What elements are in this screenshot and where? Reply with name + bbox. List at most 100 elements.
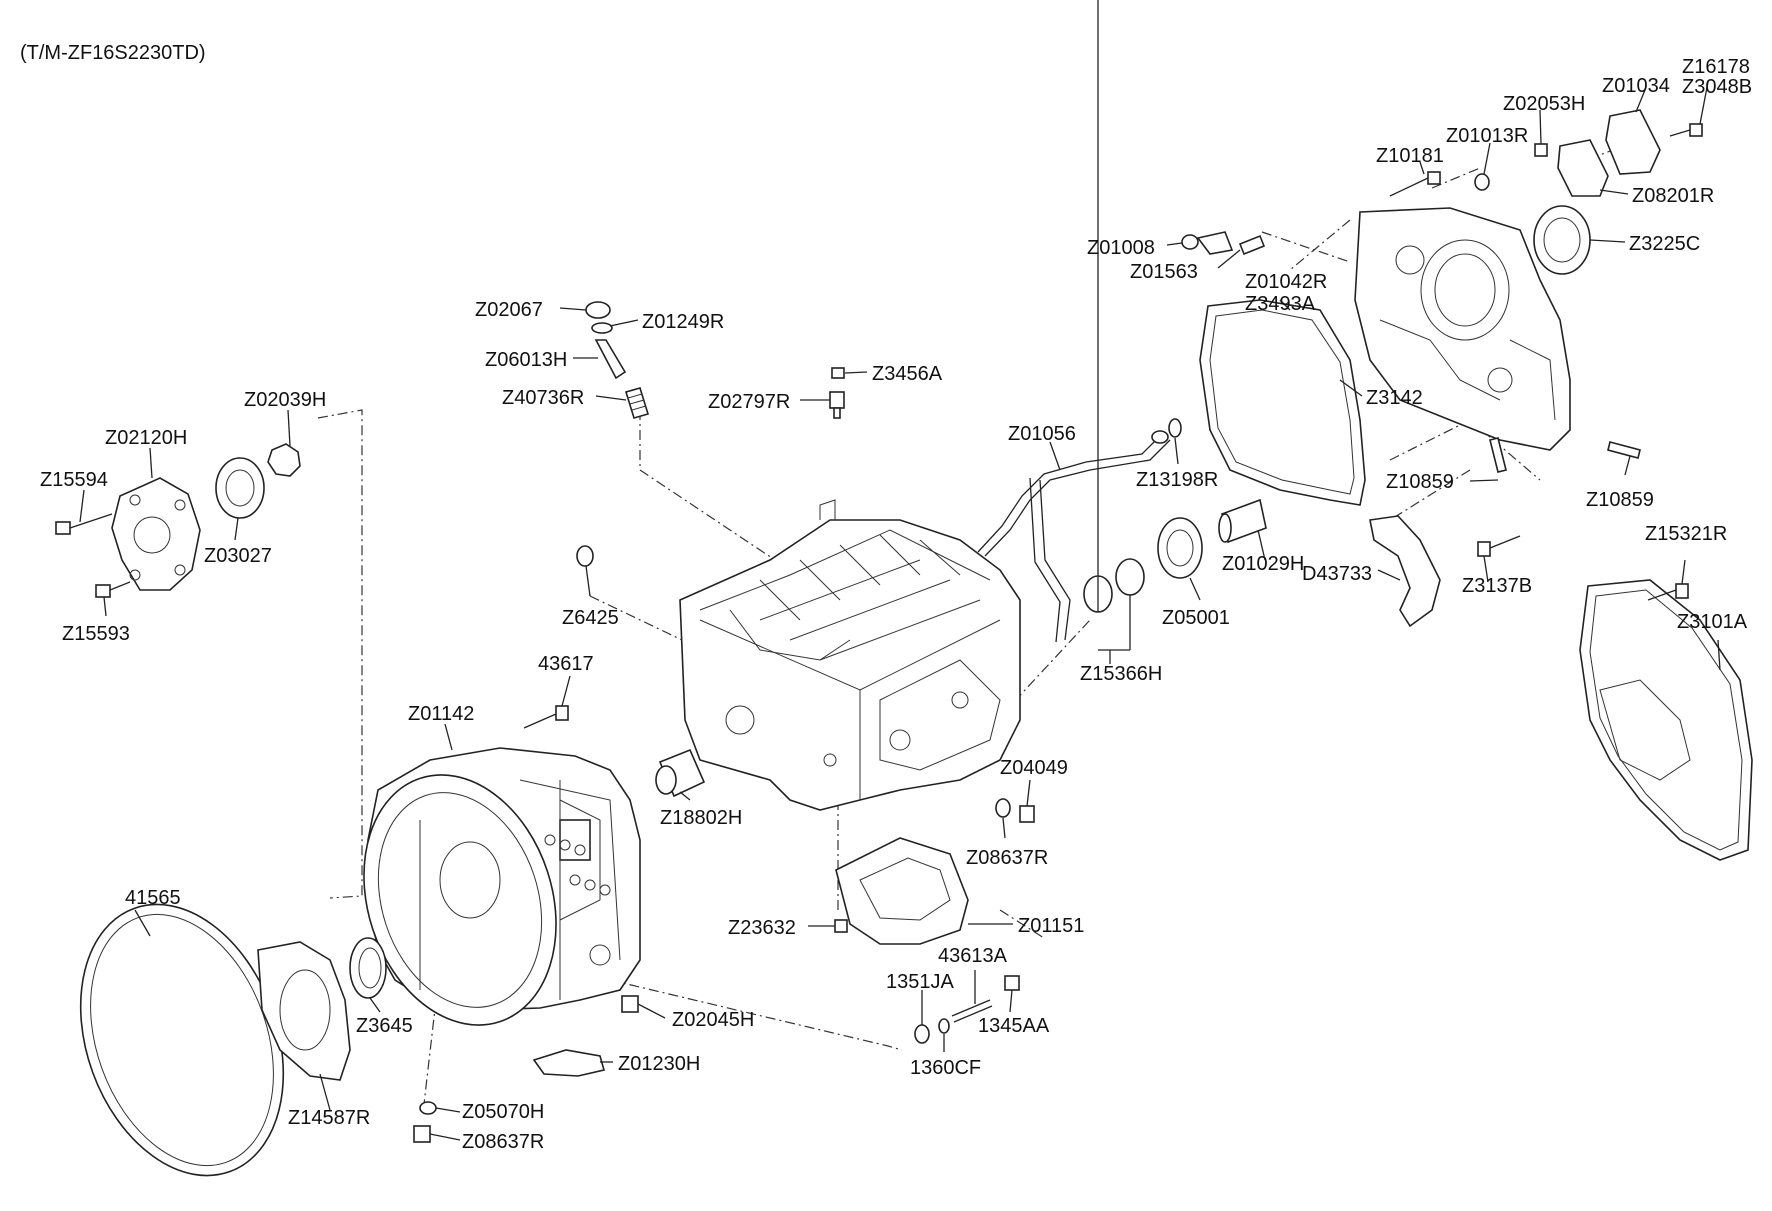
label-z01056: Z01056 — [1008, 423, 1076, 445]
nut-z3456a — [831, 367, 845, 379]
pump-cover-z02120h — [111, 477, 201, 591]
label-41565: 41565 — [125, 887, 181, 909]
ring-z6425 — [576, 545, 594, 567]
washer-1360cf — [938, 1018, 950, 1034]
label-z02797r: Z02797R — [708, 391, 790, 413]
bolt-z3137b — [1477, 535, 1521, 557]
label-1360cf: 1360CF — [910, 1057, 981, 1079]
washer-1351ja — [914, 1024, 930, 1044]
label-z15366h: Z15366H — [1080, 663, 1162, 685]
fitting-z01008 — [1181, 231, 1234, 255]
label-z01034: Z01034 — [1602, 75, 1670, 97]
gasket-z14587r — [257, 941, 351, 1081]
plug-z02045h — [621, 995, 639, 1013]
bolt-z15593 — [95, 581, 131, 598]
pipe-z01056 — [977, 430, 1171, 643]
label-z6425: Z6425 — [562, 607, 619, 629]
label-z01008: Z01008 — [1087, 237, 1155, 259]
cover-z01034 — [1605, 109, 1661, 175]
gasket-z01230h — [532, 1049, 606, 1077]
label-z03027: Z03027 — [204, 545, 272, 567]
gasket-z08201r — [1557, 139, 1609, 197]
label-z10859-b: Z10859 — [1586, 489, 1654, 511]
label-z15321r: Z15321R — [1645, 523, 1727, 545]
label-z02120h: Z02120H — [105, 427, 187, 449]
label-z3048b: Z3048B — [1682, 76, 1752, 98]
label-z15594: Z15594 — [40, 469, 108, 491]
clutch-housing-z01142 — [363, 747, 641, 1026]
gasket-z3101a — [1579, 579, 1753, 861]
label-z02067: Z02067 — [475, 299, 543, 321]
label-z05070h: Z05070H — [462, 1101, 544, 1123]
gasket-z3493a — [1199, 299, 1366, 506]
nut-z02053h — [1534, 143, 1548, 157]
diagram-title: (T/M-ZF16S2230TD) — [20, 42, 206, 64]
plug-z02067 — [585, 301, 611, 319]
seal-z3645 — [349, 937, 387, 999]
label-z01042r: Z01042R — [1245, 271, 1327, 293]
label-z08201r: Z08201R — [1632, 185, 1714, 207]
rear-cover-z3142 — [1354, 207, 1571, 451]
label-z04049: Z04049 — [1000, 757, 1068, 779]
fork-d43733 — [1369, 515, 1441, 628]
oring-z08637r-a — [995, 798, 1011, 818]
gear-z05001 — [1157, 517, 1203, 579]
label-z3645: Z3645 — [356, 1015, 413, 1037]
oring-z13198r — [1168, 418, 1182, 438]
oring-z01249r — [591, 322, 613, 334]
label-z3142: Z3142 — [1366, 387, 1423, 409]
label-z13198r: Z13198R — [1136, 469, 1218, 491]
tube-z06013h — [594, 339, 627, 380]
label-z02039h: Z02039H — [244, 389, 326, 411]
filter-z18802h — [655, 748, 706, 798]
label-z01151: Z01151 — [1018, 915, 1084, 937]
washer-z01013r — [1474, 173, 1490, 191]
pump-gear-z02039h — [267, 443, 301, 477]
label-z01563: Z01563 — [1130, 261, 1198, 283]
label-43617: 43617 — [538, 653, 594, 675]
cover-plate-z01151 — [835, 837, 969, 945]
label-z3493a: Z3493A — [1245, 293, 1316, 315]
stud-43613a — [951, 999, 993, 1023]
label-z3456a: Z3456A — [872, 363, 943, 385]
label-z01013r: Z01013R — [1446, 125, 1528, 147]
label-z10859-a: Z10859 — [1386, 471, 1454, 493]
label-z3225c: Z3225C — [1629, 233, 1700, 255]
label-z23632: Z23632 — [728, 917, 796, 939]
label-z05001: Z05001 — [1162, 607, 1230, 629]
breather-z02797r — [829, 391, 845, 419]
label-z02045h: Z02045H — [672, 1009, 754, 1031]
label-z01029h: Z01029H — [1222, 553, 1304, 575]
label-z15593: Z15593 — [62, 623, 130, 645]
tube-z01563 — [1238, 234, 1266, 256]
label-z06013h: Z06013H — [485, 349, 567, 371]
spring-z40736r — [624, 387, 650, 419]
sensor-z10859-a — [1489, 437, 1507, 473]
label-z01230h: Z01230H — [618, 1053, 700, 1075]
label-d43733: D43733 — [1302, 563, 1372, 585]
plug-z04049 — [1019, 805, 1035, 823]
nut-1345aa — [1004, 975, 1020, 991]
label-z3101a: Z3101A — [1677, 611, 1748, 633]
bolt-z23632 — [834, 919, 848, 933]
oring-z05070h — [419, 1101, 437, 1115]
bearing-z15366h — [1083, 558, 1145, 613]
label-z08637r-b: Z08637R — [462, 1131, 544, 1153]
label-z14587r: Z14587R — [288, 1107, 370, 1129]
plug-z08637r-b — [413, 1125, 431, 1143]
sensor-z10859-b — [1607, 441, 1641, 459]
label-1345aa: 1345AA — [978, 1015, 1050, 1037]
label-z01249r: Z01249R — [642, 311, 724, 333]
pump-rotor-z03027 — [215, 457, 265, 519]
leader-lines — [79, 0, 1721, 1141]
bolt-43617 — [523, 705, 569, 729]
main-transmission-case — [679, 499, 1021, 811]
label-z16178: Z16178 — [1682, 56, 1750, 78]
label-z10181: Z10181 — [1376, 145, 1444, 167]
bearing-z3225c — [1533, 205, 1591, 275]
label-z01142: Z01142 — [408, 703, 474, 725]
label-1351ja: 1351JA — [886, 971, 954, 993]
bolt-z10181 — [1389, 171, 1441, 197]
label-43613a: 43613A — [938, 945, 1008, 967]
